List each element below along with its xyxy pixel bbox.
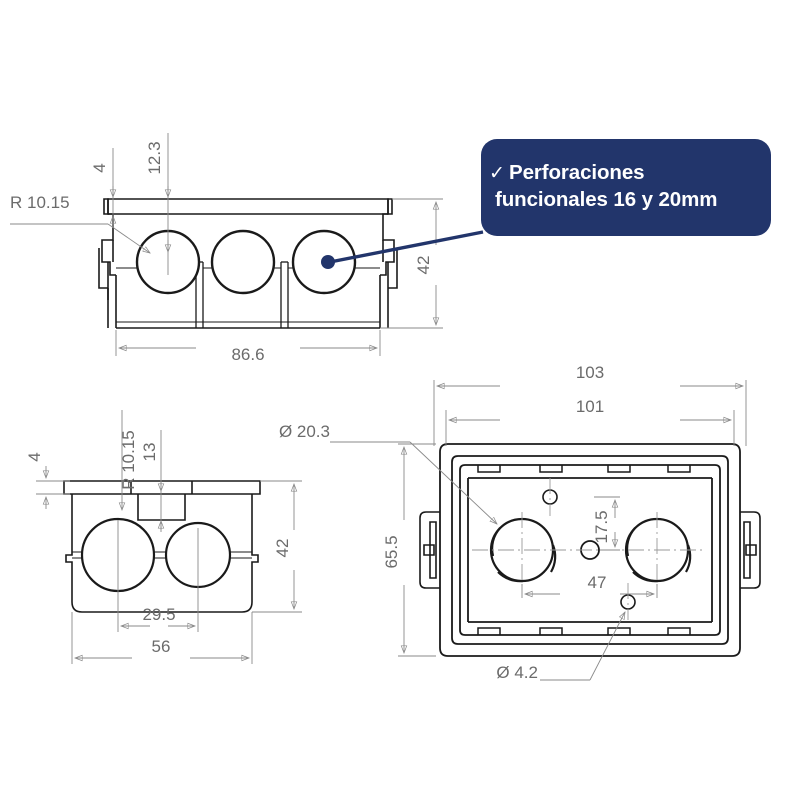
dim-label-56-side: 56 — [152, 637, 171, 656]
dim-label-12-3-front: 12.3 — [145, 141, 164, 174]
dim-plan-47 — [521, 584, 658, 598]
dim-label-103-plan: 103 — [576, 363, 604, 382]
front-body-outline — [98, 198, 398, 329]
plan-side-tabs — [419, 511, 761, 589]
dim-label-17-5-plan: 17.5 — [592, 510, 611, 543]
dim-plan-17-5 — [594, 496, 620, 551]
view-plan — [330, 380, 761, 681]
dim-plan-101 — [445, 410, 735, 446]
side-knockout-circles — [80, 517, 232, 593]
dim-side-29-5 — [117, 600, 199, 632]
dim-label-42-front: 42 — [414, 256, 433, 275]
callout-inner: ✓Perforaciones funcionales 16 y 20mm — [481, 139, 771, 236]
leader-plan-4-2 — [540, 612, 625, 681]
leader-plan-20-3 — [330, 441, 497, 524]
dim-side-4 — [36, 466, 70, 509]
dim-label-r1015-side: R 10.15 — [119, 430, 138, 490]
view-front-elevation — [10, 133, 443, 356]
callout-line-1-text: Perforaciones — [509, 161, 645, 185]
callout-leader — [321, 230, 484, 269]
plan-inner-rim — [451, 455, 729, 645]
check-icon: ✓ — [489, 163, 505, 185]
dim-side-56 — [71, 612, 253, 664]
callout-perforaciones[interactable]: ✓Perforaciones funcionales 16 y 20mm — [481, 139, 771, 236]
view-side-elevation — [36, 410, 302, 664]
dim-side-42 — [252, 480, 302, 613]
dim-label-86-6-front: 86.6 — [231, 345, 264, 364]
dim-label-101-plan: 101 — [576, 397, 604, 416]
dim-front-42 — [380, 198, 443, 329]
plan-rim-notches — [477, 465, 691, 635]
callout-line-1: ✓Perforaciones — [489, 160, 755, 186]
dim-label-r1015-front: R 10.15 — [10, 193, 70, 212]
dim-label-20-3-plan: Ø 20.3 — [279, 422, 330, 441]
plan-centerlines — [472, 478, 706, 620]
plan-outer-flange — [439, 443, 741, 657]
dim-label-4-side: 4 — [25, 452, 44, 461]
dim-label-42-side: 42 — [273, 539, 292, 558]
dim-label-4-front: 4 — [90, 163, 109, 172]
callout-line-2: funcionales 16 y 20mm — [495, 187, 718, 211]
dim-front-86-6 — [115, 330, 381, 356]
dim-label-4-2-plan: Ø 4.2 — [496, 663, 538, 682]
dim-plan-65-5 — [398, 443, 436, 657]
dim-label-13-side: 13 — [140, 443, 159, 462]
dim-label-29-5-side: 29.5 — [142, 605, 175, 624]
dim-label-65-5-plan: 65.5 — [382, 535, 401, 568]
dim-label-47-plan: 47 — [588, 573, 607, 592]
side-center-marks — [117, 520, 199, 600]
dim-plan-103 — [433, 380, 747, 446]
leader-front-r1015 — [10, 223, 150, 253]
